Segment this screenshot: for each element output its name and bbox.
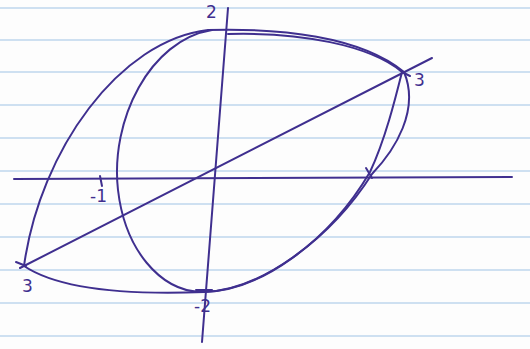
outer-curve: [24, 30, 409, 293]
axis-value: -1: [90, 188, 107, 205]
tick: [16, 262, 26, 266]
axis-value: 3: [414, 72, 425, 89]
axis-value: -2: [194, 298, 211, 315]
inner-curve: [117, 30, 402, 292]
axes-and-curves: [14, 8, 512, 342]
tick: [100, 176, 102, 186]
ruled-lines: [0, 8, 530, 336]
tick: [366, 168, 372, 178]
tick: [402, 72, 410, 76]
axis-value: 3: [22, 278, 33, 295]
major-axis: [20, 58, 432, 268]
axis-value: 2: [206, 4, 217, 21]
x-axis: [14, 177, 512, 179]
tick: [196, 289, 212, 291]
